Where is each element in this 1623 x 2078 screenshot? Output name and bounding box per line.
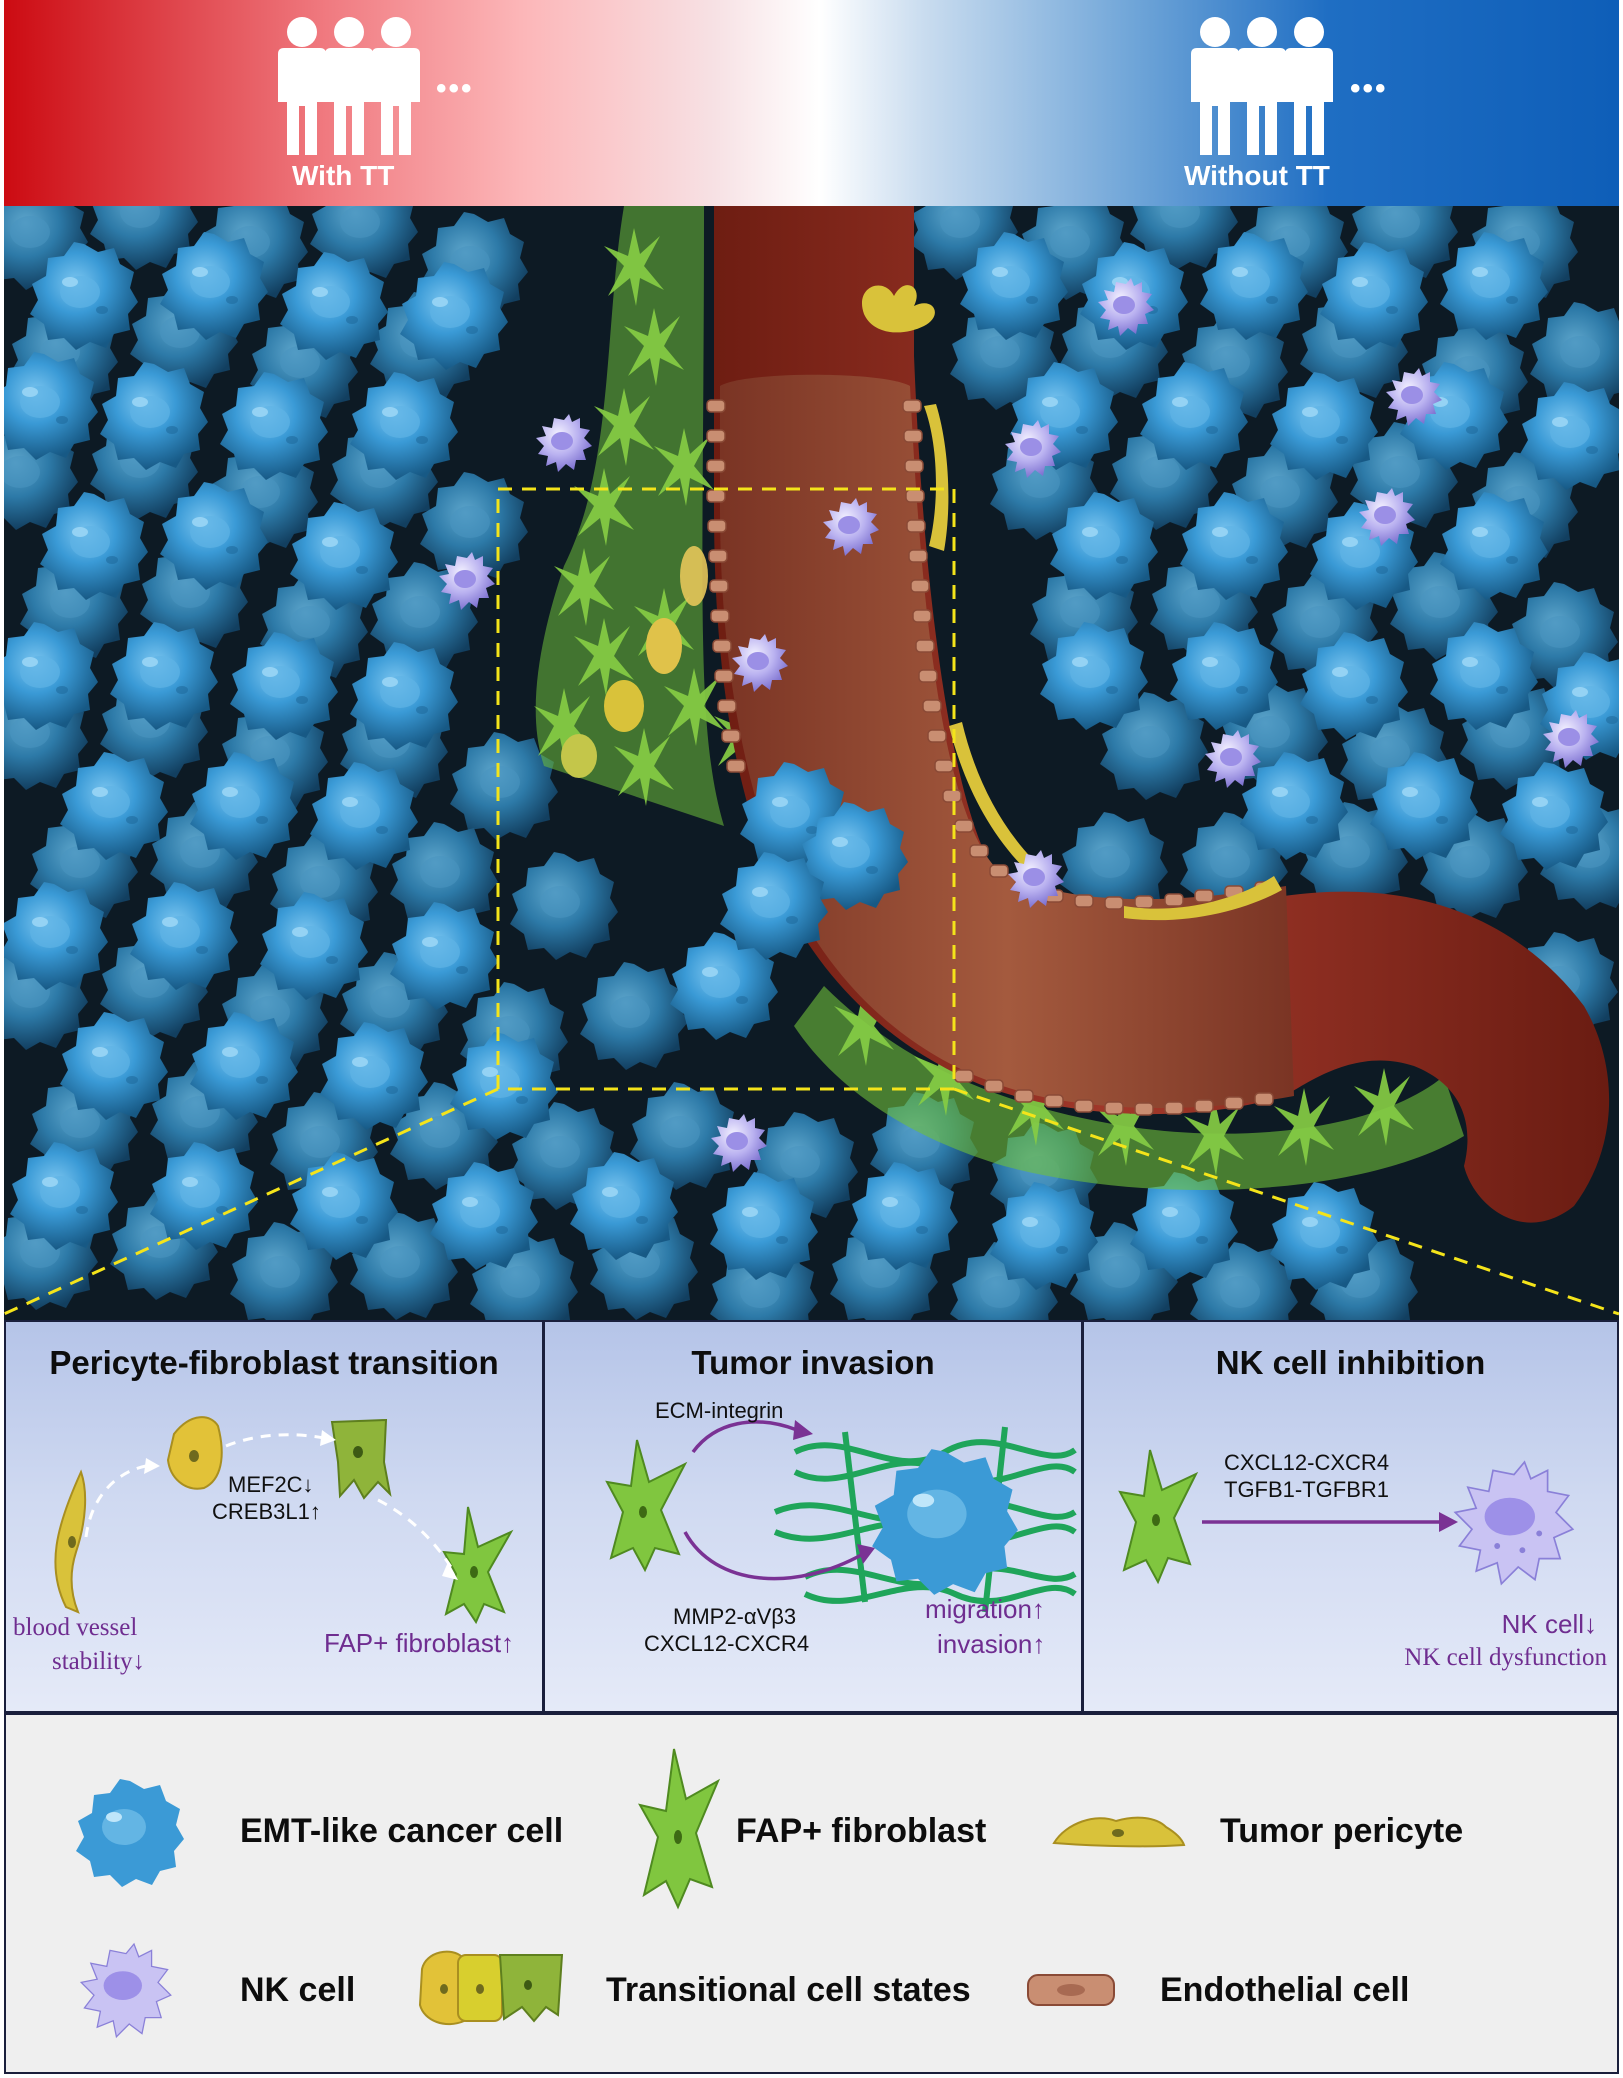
legend-fap-fibroblast-icon [638, 1748, 721, 1910]
transition-arrowheads [144, 1430, 458, 1580]
ellipsis-with-tt: ••• [436, 72, 474, 105]
zoom-guide-right [953, 1087, 1619, 1316]
blood-vessel [706, 206, 1610, 1223]
panel-title-pft: Pericyte-fibroblast transition [49, 1344, 499, 1381]
outcome-nk-dysfunction: NK cell dysfunction [1404, 1644, 1607, 1671]
outcome-migration: migration↑ [925, 1594, 1045, 1624]
fap-fibroblast-sheath [534, 206, 1464, 1190]
pair-cxcl12-cxcr4: CXCL12-CXCR4 [644, 1631, 810, 1656]
tumor-pericytes-on-vessel [861, 285, 1282, 921]
arrow-to-nk-cell [1202, 1512, 1458, 1532]
people-icon-without-tt [1191, 17, 1333, 155]
group-label-without-tt: Without TT [1184, 160, 1330, 191]
arrow-mmp2-cxcl12 [683, 1531, 864, 1581]
group-label-with-tt: With TT [292, 160, 395, 191]
invasion-arrows [683, 1420, 864, 1581]
outcome-blood-vessel: blood vessel [13, 1614, 138, 1641]
panel-title-nk: NK cell inhibition [1215, 1344, 1486, 1381]
ellipsis-without-tt: ••• [1350, 72, 1388, 105]
nk-cell-icon [1453, 1460, 1575, 1586]
legend-label-endothelial-cell: Endothelial cell [1160, 1971, 1410, 2009]
gene-mef2c: MEF2C↓ [228, 1472, 314, 1497]
legend-emt-cancer-cell-icon [76, 1779, 184, 1887]
invasion-arrowheads [793, 1420, 875, 1564]
pair-mmp2-avb3: MMP2-αVβ3 [673, 1604, 797, 1629]
arrow-pericyte-to-rounded [84, 1464, 147, 1538]
pft-graphics [54, 1416, 514, 1625]
legend-tumor-pericyte-icon [1052, 1816, 1186, 1848]
outcome-invasion: invasion↑ [937, 1629, 1046, 1659]
pair-cxcl12-cxcr4-nk: CXCL12-CXCR4 [1224, 1450, 1390, 1475]
legend-label-tumor-pericyte: Tumor pericyte [1220, 1812, 1464, 1850]
arrow-ecm-integrin [691, 1420, 798, 1454]
arrow-intermediate-to-fibroblast [377, 1498, 456, 1573]
rounded-transitional-cell-icon [166, 1416, 223, 1490]
people-icon-with-tt [278, 17, 420, 155]
gene-creb3l1: CREB3L1↑ [212, 1499, 321, 1524]
transitional-cells-in-scene [561, 546, 708, 778]
panel-title-ti: Tumor invasion [691, 1344, 935, 1381]
legend-transitional-cell-states-icon [418, 1950, 564, 2026]
zoom-guide-left [4, 1087, 499, 1316]
legend-nk-cell-icon [79, 1942, 172, 2039]
legend-label-emt-cancer-cell: EMT-like cancer cell [240, 1812, 564, 1850]
legend-label-transitional-cell-states: Transitional cell states [606, 1971, 971, 2009]
intermediate-transitional-cell-icon [330, 1418, 392, 1500]
ti-graphics [605, 1420, 1077, 1613]
legend-endothelial-cell-icon [1027, 1974, 1115, 2006]
fibroblast-icon [1118, 1449, 1199, 1585]
zoom-region [4, 487, 1619, 1316]
scene-svg [4, 206, 1619, 1320]
panel-pericyte-fibroblast-transition: Pericyte-fibroblast transition [4, 1320, 544, 1713]
nk-graphics [1118, 1449, 1575, 1586]
outcome-stability: stability↓ [52, 1648, 146, 1675]
panel-tumor-invasion: Tumor invasion [543, 1320, 1083, 1713]
pair-tgfb1-tgfbr1: TGFB1-TGFBR1 [1224, 1477, 1390, 1502]
legend: EMT-like cancer cell FAP+ fibroblast Tum… [4, 1713, 1619, 2074]
legend-label-nk-cell: NK cell [240, 1971, 356, 2009]
outcome-fap-fibroblast: FAP+ fibroblast↑ [324, 1628, 515, 1658]
panel-nk-cell-inhibition: NK cell inhibition CXCL12-CXCR4 TGFB1-TG… [1082, 1320, 1619, 1713]
zoom-box [496, 487, 956, 1091]
outcome-nk-cell-decrease: NK cell↓ [1501, 1609, 1597, 1639]
tumor-microenvironment-illustration [4, 206, 1619, 1320]
fibroblast-icon [605, 1439, 688, 1573]
pericyte-icon [54, 1469, 87, 1614]
legend-label-fap-fibroblast: FAP+ fibroblast [736, 1812, 987, 1850]
fap-fibroblast-icon [442, 1506, 514, 1625]
arrow-rounded-to-intermediate [225, 1433, 325, 1448]
patient-group-banner: ••• ••• With TT Without TT [4, 0, 1619, 206]
legend-icons [76, 1748, 1186, 2039]
pair-ecm-integrin: ECM-integrin [655, 1398, 784, 1423]
cancer-cell-icon [872, 1449, 1018, 1595]
